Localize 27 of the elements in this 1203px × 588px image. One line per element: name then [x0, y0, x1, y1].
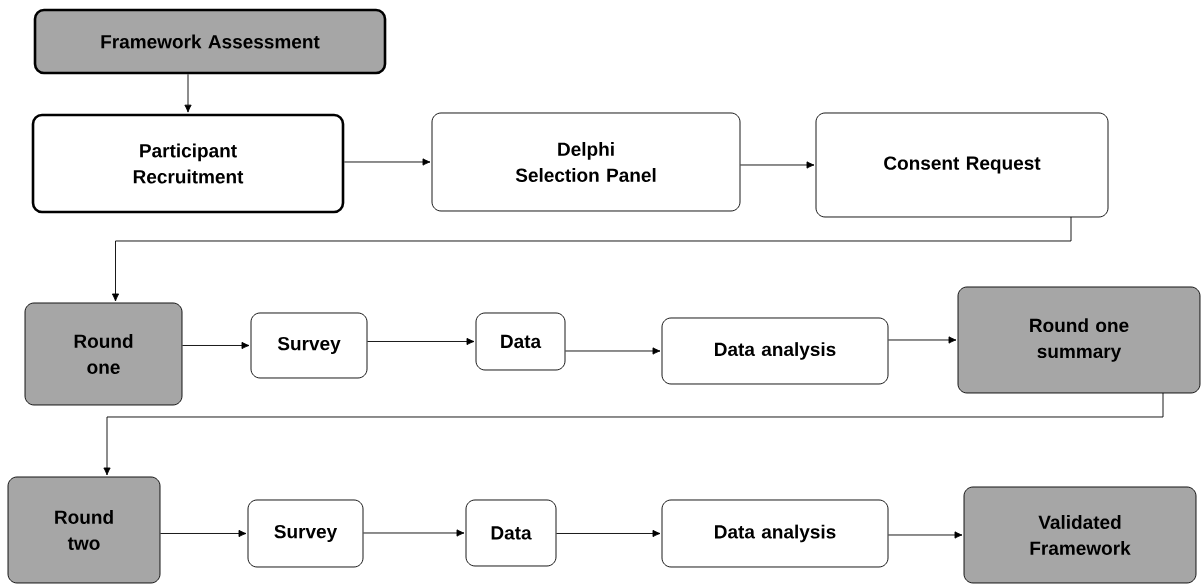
arrow	[565, 347, 661, 355]
process-box: Data analysis	[661, 499, 889, 568]
arrow	[367, 337, 475, 346]
process-box: Data	[475, 312, 566, 371]
start-box: Round one	[24, 302, 183, 406]
arrow	[888, 336, 957, 344]
process-box: Consent Request	[815, 112, 1109, 218]
arrow	[182, 341, 250, 350]
process-box: Delphi Selection Panel	[431, 112, 741, 212]
start-box: Framework Assessment	[33, 8, 387, 75]
process-box: Survey	[250, 312, 368, 379]
arrow	[160, 529, 247, 538]
arrow	[343, 158, 431, 166]
start-box: Round two	[7, 476, 161, 584]
start-box: Validated Framework	[963, 486, 1197, 584]
arrow	[888, 531, 963, 539]
start-box: Round one summary	[957, 286, 1201, 394]
arrow	[103, 392, 1164, 476]
process-box: Participant Recruitment	[31, 113, 345, 214]
arrow	[111, 216, 1072, 302]
arrow	[740, 161, 815, 169]
process-box: Survey	[247, 499, 364, 568]
arrow	[363, 529, 465, 537]
arrow	[184, 73, 192, 113]
arrow	[556, 529, 661, 538]
process-box: Data analysis	[661, 317, 889, 385]
process-box: Data	[465, 499, 557, 567]
